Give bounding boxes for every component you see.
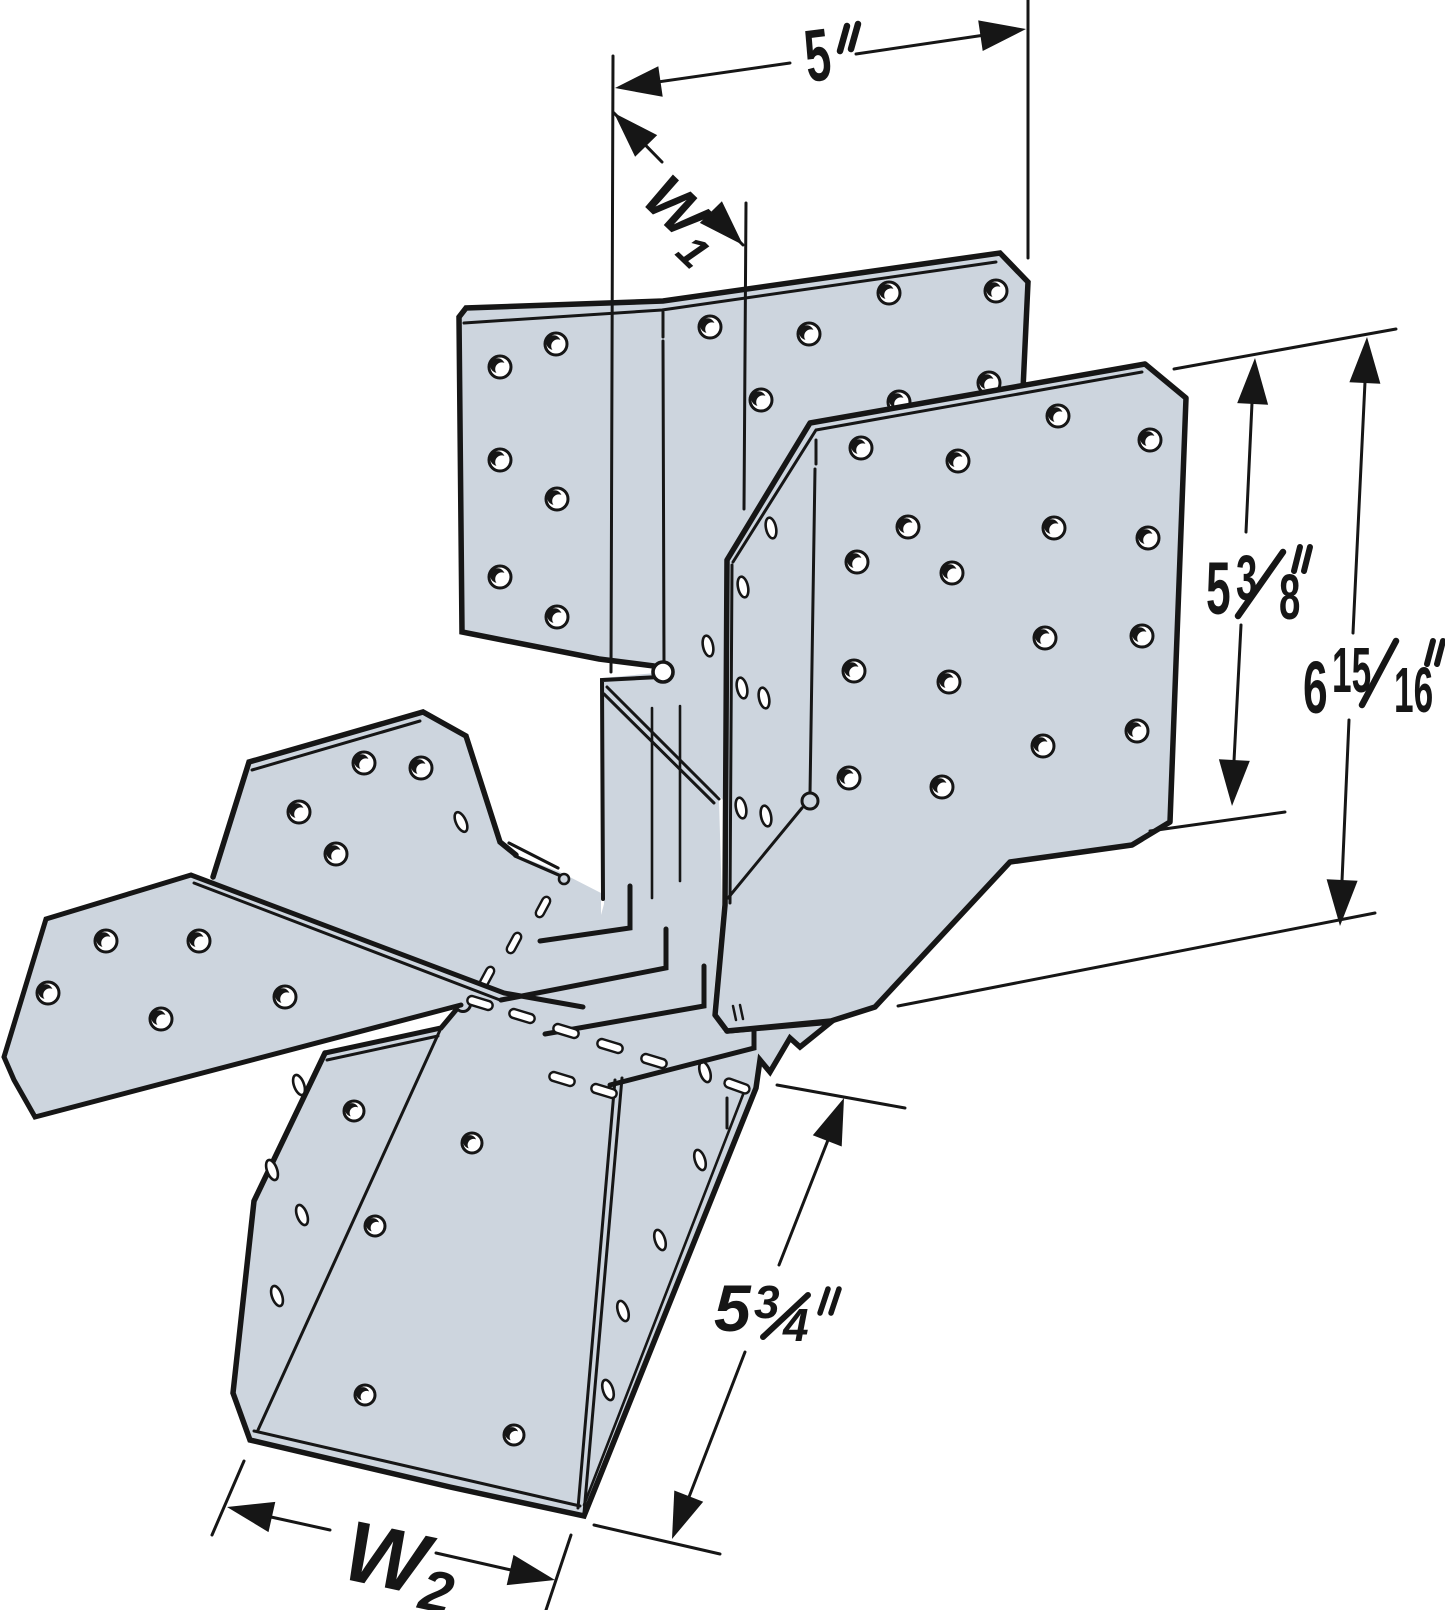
svg-text:5: 5 xyxy=(1206,547,1231,629)
svg-text:4: 4 xyxy=(782,1299,809,1351)
svg-text:8: 8 xyxy=(1279,562,1300,634)
svg-text:6: 6 xyxy=(1303,646,1328,728)
svg-text:3: 3 xyxy=(754,1276,780,1328)
svg-text:5: 5 xyxy=(714,1271,752,1345)
